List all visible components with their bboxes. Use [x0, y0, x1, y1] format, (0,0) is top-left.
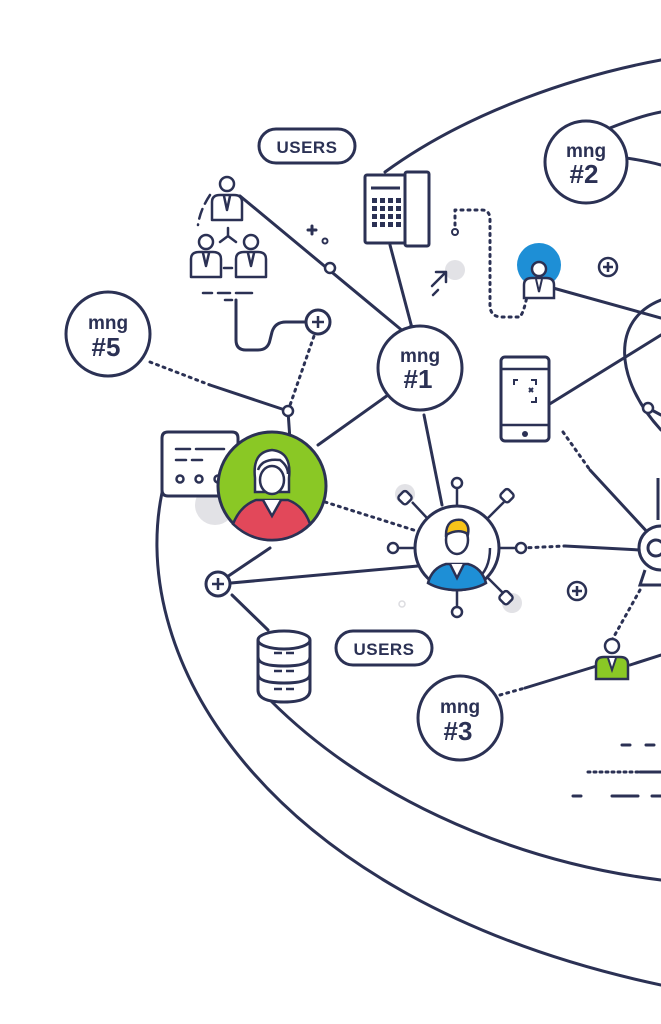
mng-node-word: mng	[400, 346, 440, 367]
plus-icon	[204, 570, 232, 598]
mng-node-2: mng #2	[543, 119, 629, 205]
mng-node-number: #3	[444, 716, 473, 746]
mng-node-word: mng	[566, 141, 606, 162]
users-pill-label: USERS	[353, 640, 414, 659]
arc-mng2-a	[608, 110, 661, 130]
link-group-plus	[234, 298, 308, 352]
link-plus-man	[229, 564, 420, 585]
arc-mng2-b	[624, 156, 661, 167]
link-mng1-avatar-woman	[316, 393, 390, 447]
webcam-icon	[637, 478, 661, 587]
link-man-webcam-dotted	[520, 544, 567, 550]
link-group-mng1	[238, 194, 406, 334]
users-pill-top: USERS	[257, 127, 357, 165]
mng-node-number: #5	[92, 332, 121, 362]
link-mng3-user	[523, 663, 602, 690]
inner-arc-bottom	[268, 698, 661, 882]
plus-icon	[304, 308, 332, 336]
link-phone-webcam-dotted	[561, 430, 592, 472]
link-phone-mng1	[388, 243, 414, 330]
users-pill-label: USERS	[276, 138, 337, 157]
mng-node-1: mng #1	[376, 324, 464, 412]
link-mng5-dotted	[148, 360, 212, 387]
link-mng1-avatar-man	[422, 413, 444, 507]
users-pill-bottom: USERS	[334, 629, 434, 667]
plus-icon	[566, 580, 588, 602]
cursor-icon	[430, 228, 465, 297]
user-icon-green	[594, 637, 630, 681]
avatar-man-icon	[413, 504, 501, 592]
link-phone-webcam	[588, 468, 652, 537]
smartphone-icon	[499, 355, 551, 443]
link-man-webcam	[563, 544, 642, 552]
link-user-right-2	[628, 653, 661, 667]
junction-dot	[641, 401, 655, 415]
link-mng3-dotted	[498, 686, 527, 697]
mng-node-5: mng #5	[64, 290, 152, 378]
outer-arc-top	[383, 58, 661, 174]
mng-node-word: mng	[440, 697, 480, 718]
avatar-woman-icon	[216, 430, 328, 542]
link-user-right	[551, 286, 661, 320]
link-mng5-solid	[208, 383, 290, 413]
sparkle-dot	[321, 237, 329, 245]
link-plus-dotted	[286, 334, 316, 413]
link-phone-right	[546, 333, 661, 407]
mng-node-number: #1	[404, 364, 433, 394]
junction-dot	[281, 404, 295, 418]
link-plus-db	[230, 593, 270, 632]
plus-icon	[597, 256, 619, 278]
junction-dot	[323, 261, 337, 275]
link-woman-man-dotted	[323, 500, 422, 534]
user-icon-blue	[517, 243, 561, 300]
database-icon	[256, 629, 312, 704]
mng-node-word: mng	[88, 313, 128, 334]
outer-arc-bottom	[155, 478, 661, 987]
link-webcam-user-dotted	[610, 588, 642, 642]
decorative-dashes	[571, 743, 661, 798]
mng-node-number: #2	[570, 159, 599, 189]
desk-phone-icon	[363, 170, 431, 248]
link-cursor-user	[453, 208, 530, 319]
sparkle-plus	[306, 224, 318, 236]
user-group-icon	[189, 175, 268, 302]
satellite-nodes	[386, 476, 528, 619]
mng-node-3: mng #3	[416, 674, 504, 762]
